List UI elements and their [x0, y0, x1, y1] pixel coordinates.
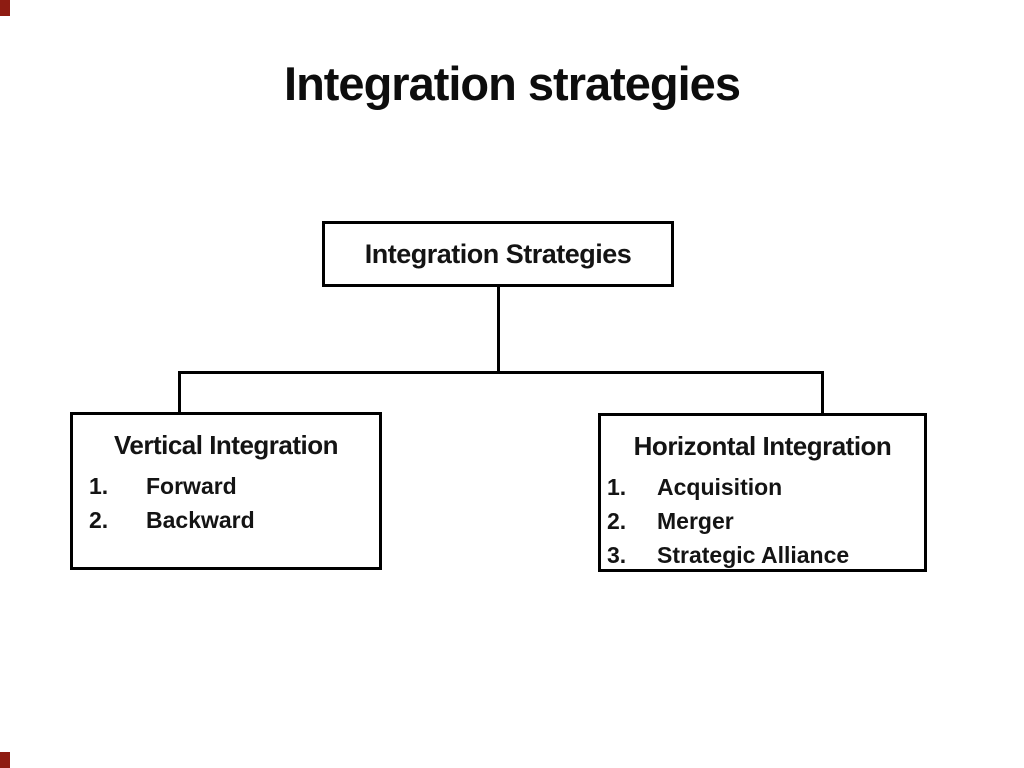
list-item-number: 3. [607, 542, 627, 568]
list-item: 3. Strategic Alliance [601, 538, 924, 572]
diagram-node-root: Integration Strategies [322, 221, 674, 287]
list-item-number: 2. [607, 508, 627, 534]
list-item-label: Forward [146, 473, 237, 499]
connector-root-vertical [497, 285, 500, 373]
vertical-integration-list: 1. Forward 2. Backward [73, 469, 379, 537]
list-item-number: 1. [607, 474, 627, 500]
list-item-label: Merger [657, 508, 734, 534]
corner-mark-bottom-left [0, 752, 10, 768]
connector-left-vertical [178, 371, 181, 415]
list-item: 1. Acquisition [601, 470, 924, 504]
root-node-label: Integration Strategies [364, 238, 632, 269]
node-heading: Horizontal Integration [633, 431, 892, 461]
diagram-node-vertical-integration: Vertical Integration 1. Forward 2. Backw… [70, 412, 382, 570]
list-item-label: Acquisition [657, 474, 783, 500]
list-item-label: Backward [146, 507, 255, 533]
list-item: 2. Merger [601, 504, 924, 538]
corner-mark-top-left [0, 0, 10, 16]
list-item: 2. Backward [73, 503, 379, 537]
connector-right-vertical [821, 371, 824, 416]
list-item-number: 2. [89, 507, 109, 533]
node-heading: Vertical Integration [113, 430, 339, 460]
list-item-number: 1. [89, 473, 109, 499]
list-item-label: Strategic Alliance [657, 542, 850, 568]
connector-horizontal [178, 371, 824, 374]
list-item: 1. Forward [73, 469, 379, 503]
slide-title: Integration strategies [284, 57, 741, 110]
diagram-node-horizontal-integration: Horizontal Integration 1. Acquisition 2.… [598, 413, 927, 572]
horizontal-integration-list: 1. Acquisition 2. Merger 3. Strategic Al… [601, 470, 924, 572]
